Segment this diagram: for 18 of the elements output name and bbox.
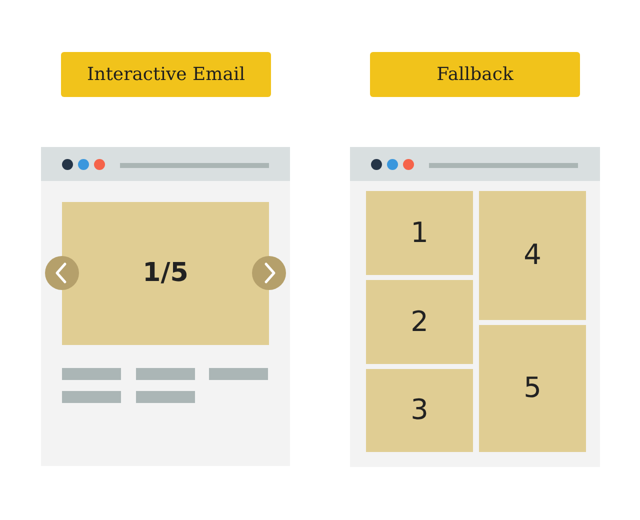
browser-window — [350, 147, 600, 467]
heading-banner — [370, 52, 580, 97]
fallback-tile — [366, 369, 473, 452]
tile-number: 1 — [410, 218, 428, 248]
tile-number: 4 — [524, 240, 542, 271]
fallback-tile — [479, 325, 586, 452]
heading-text: Interactive Email — [87, 64, 245, 86]
tile-number: 3 — [410, 395, 428, 426]
heading-text: Fallback — [436, 64, 514, 86]
tile-number: 5 — [524, 373, 542, 404]
fallback-tile — [366, 191, 473, 275]
carousel-slide — [62, 202, 269, 345]
fallback-tile — [479, 191, 586, 320]
fallback-tile — [366, 280, 473, 364]
heading-banner — [61, 52, 271, 97]
tile-number: 2 — [410, 306, 428, 338]
browser-window — [41, 147, 290, 466]
slide-counter: 1/5 — [142, 259, 188, 288]
